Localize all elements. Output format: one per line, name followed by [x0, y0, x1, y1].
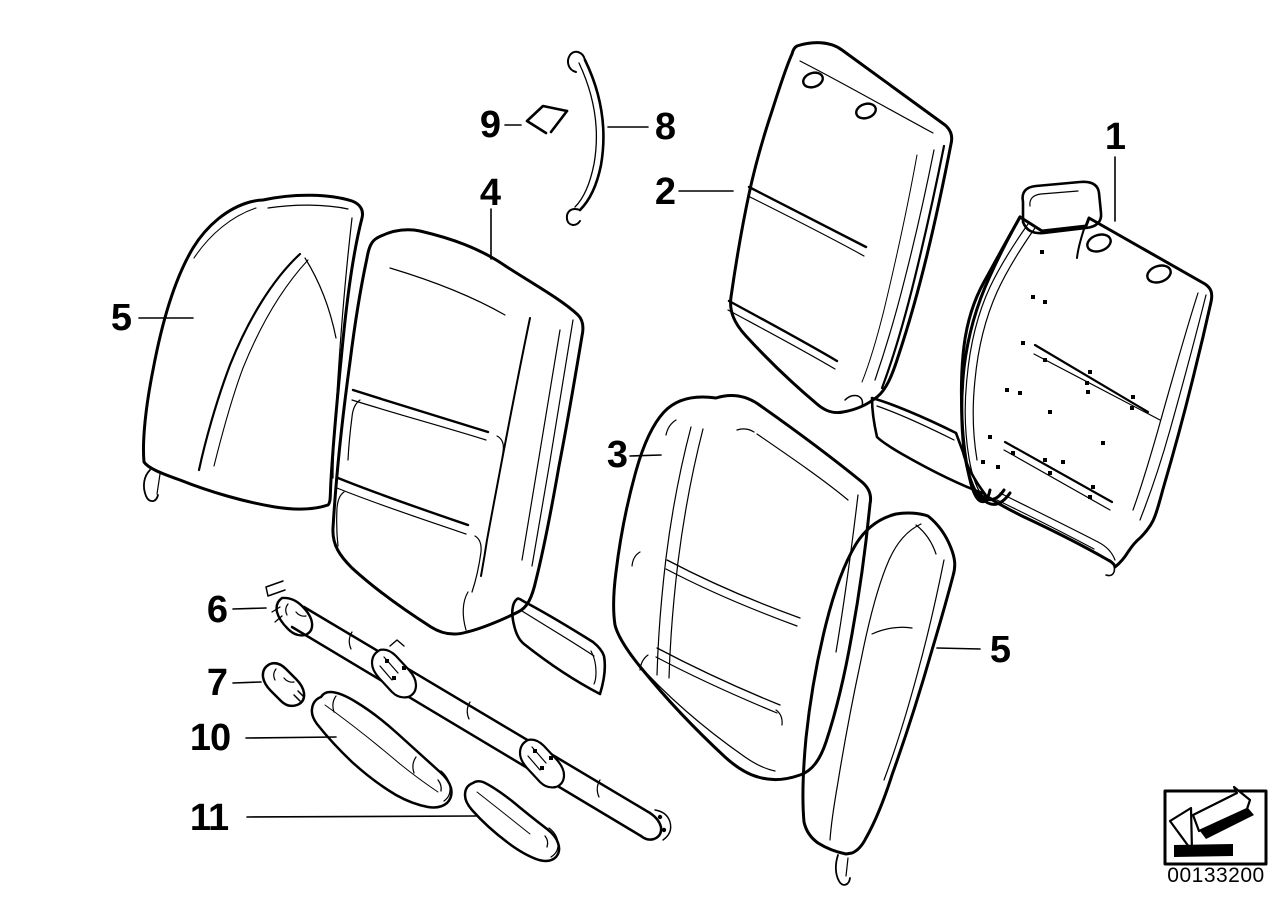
- callout-3[interactable]: 3: [606, 434, 628, 476]
- stitch-dots: [981, 250, 1135, 499]
- leader-3: [629, 454, 662, 457]
- part-3-side-flap: [511, 597, 607, 696]
- callout-10[interactable]: 10: [189, 717, 231, 759]
- part-8-retaining-bow: [565, 50, 605, 226]
- callout-11[interactable]: 11: [189, 797, 229, 839]
- part-1-backrest-cover: [959, 180, 1214, 577]
- callout-7[interactable]: 7: [206, 662, 228, 704]
- part-10-padded-sleeve: [310, 690, 453, 809]
- part-11-split-sleeve: [463, 779, 561, 863]
- leader-lines: [138, 124, 1116, 818]
- part-3-seat-cushion: [612, 394, 873, 781]
- leader-10: [245, 736, 337, 739]
- part-6-tube-assembly: [265, 580, 672, 841]
- part-4-backrest-pad: [331, 228, 585, 636]
- part-5-right-side-cover: [801, 511, 957, 886]
- image-number: 00133200: [1167, 864, 1265, 887]
- direction-of-travel-arrow-icon: [1168, 785, 1254, 857]
- callout-1[interactable]: 1: [1104, 116, 1126, 158]
- tube-clamp-1: [370, 639, 418, 699]
- callout-8[interactable]: 8: [654, 106, 676, 148]
- leader-7: [232, 681, 262, 684]
- footer-thumbnail: [1163, 785, 1268, 866]
- part-1-side-flap: [870, 396, 987, 496]
- part-9-retaining-clip: [525, 104, 569, 135]
- part-2-backrest-cover: [727, 41, 954, 415]
- callout-4[interactable]: 4: [479, 172, 501, 214]
- callout-5-left[interactable]: 5: [110, 297, 132, 339]
- callout-6[interactable]: 6: [206, 589, 228, 631]
- callout-5-right[interactable]: 5: [989, 629, 1011, 671]
- part-5-left-side-cover: [141, 193, 364, 511]
- callout-9[interactable]: 9: [479, 104, 501, 146]
- leader-5-right: [936, 647, 981, 650]
- callout-2[interactable]: 2: [654, 171, 676, 213]
- tube-clamp-2: [518, 738, 566, 789]
- leader-11: [246, 815, 477, 818]
- part-7-bushing: [261, 661, 306, 708]
- leader-6: [232, 607, 267, 610]
